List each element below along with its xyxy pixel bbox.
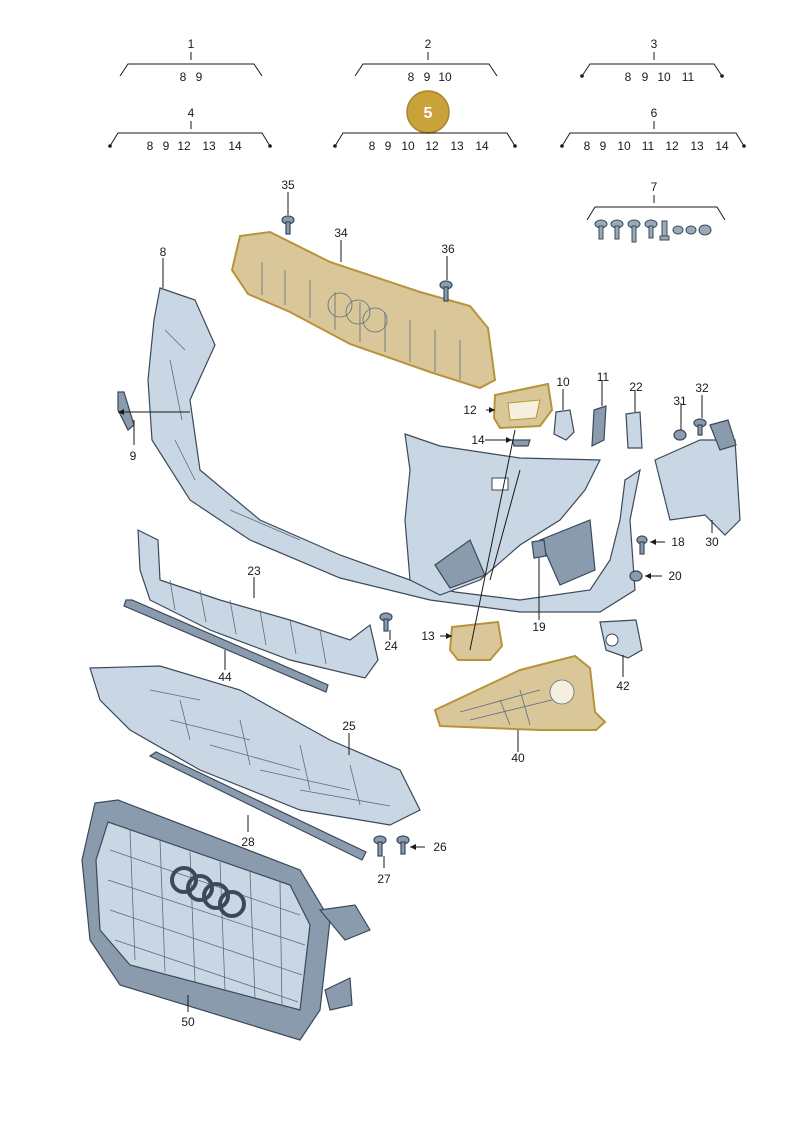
group-tree-2[interactable]: 2 8 9 10 (354, 37, 498, 84)
callout-34[interactable]: 34 (334, 226, 348, 240)
fastener-icon (673, 418, 707, 441)
callout-10[interactable]: 10 (556, 375, 570, 389)
callout-31[interactable]: 31 (673, 394, 687, 408)
sub-label: 9 (196, 70, 203, 84)
audi-rings-icon (170, 866, 246, 918)
sub-label: 10 (401, 139, 415, 153)
callout-22[interactable]: 22 (629, 380, 643, 394)
sub-label: 14 (228, 139, 242, 153)
callout-50[interactable]: 50 (181, 1015, 195, 1029)
side-grille[interactable] (433, 654, 607, 731)
sub-label: 8 (408, 70, 415, 84)
group-label: 2 (425, 37, 432, 51)
callout-9[interactable]: 9 (130, 449, 137, 463)
callout-23[interactable]: 23 (247, 564, 261, 578)
callout-30[interactable]: 30 (705, 535, 719, 549)
side-guide[interactable] (654, 419, 741, 536)
sub-label: 8 (180, 70, 187, 84)
mount-bracket[interactable] (625, 411, 643, 449)
group-label: 5 (424, 105, 433, 122)
sub-label: 9 (385, 139, 392, 153)
callout-18[interactable]: 18 (671, 535, 685, 549)
upper-grille-carrier[interactable] (230, 230, 497, 390)
lower-trim-strip[interactable] (148, 751, 367, 861)
sub-label: 11 (642, 139, 655, 153)
lamp-bracket[interactable] (599, 619, 643, 659)
parking-sensor[interactable] (553, 409, 575, 441)
callout-40[interactable]: 40 (511, 751, 525, 765)
callout-8[interactable]: 8 (160, 245, 167, 259)
sub-label: 8 (584, 139, 591, 153)
group-label: 7 (651, 180, 658, 194)
sub-label: 13 (450, 139, 464, 153)
callout-labels: 35 34 36 8 9 10 11 22 31 32 12 14 30 18 … (130, 178, 719, 1029)
leader-lines (118, 192, 713, 1012)
group-tree-6[interactable]: 6 8 9 10 11 12 13 14 (560, 106, 746, 153)
group-label: 3 (651, 37, 658, 51)
group-tree-4[interactable]: 4 8 9 12 13 14 (108, 106, 272, 153)
sub-label: 10 (657, 70, 671, 84)
callout-11[interactable]: 11 (597, 370, 610, 384)
group-tree-1[interactable]: 1 8 9 (119, 37, 263, 84)
sensor-bracket-lower[interactable] (448, 620, 504, 661)
sub-label: 12 (425, 139, 439, 153)
group-tree-7[interactable]: 7 (586, 180, 726, 243)
callout-24[interactable]: 24 (384, 639, 398, 653)
callout-12[interactable]: 12 (463, 403, 477, 417)
screw-icon (379, 612, 393, 632)
callout-19[interactable]: 19 (532, 620, 546, 634)
callout-42[interactable]: 42 (616, 679, 630, 693)
hardware-kit-icon (594, 219, 712, 243)
sub-label: 9 (163, 139, 170, 153)
bumper-cover[interactable] (147, 287, 641, 613)
underbody-panel[interactable] (89, 665, 421, 826)
screw-icon (629, 535, 648, 582)
sub-label: 12 (665, 139, 679, 153)
sub-label: 14 (475, 139, 489, 153)
sub-label: 8 (147, 139, 154, 153)
sub-label: 9 (600, 139, 607, 153)
screw-icon (281, 215, 295, 235)
sub-label: 9 (424, 70, 431, 84)
clip-icon (511, 439, 531, 447)
callout-20[interactable]: 20 (668, 569, 682, 583)
callout-14[interactable]: 14 (471, 433, 485, 447)
lower-carrier[interactable] (137, 529, 379, 679)
radiator-grille[interactable] (81, 799, 371, 1041)
group-label: 1 (188, 37, 195, 51)
group-tree-5[interactable]: 5 8 9 10 12 13 14 (333, 90, 517, 153)
sub-label: 11 (682, 70, 695, 84)
sub-label: 12 (177, 139, 191, 153)
callout-44[interactable]: 44 (218, 670, 232, 684)
sub-label: 8 (369, 139, 376, 153)
trim-strip[interactable] (123, 599, 329, 693)
sub-label: 14 (715, 139, 729, 153)
screw-icon (373, 835, 410, 857)
sub-label: 9 (642, 70, 649, 84)
group-tree-3[interactable]: 3 8 9 10 11 (580, 37, 724, 84)
group-label: 4 (188, 106, 195, 120)
group-label: 6 (651, 106, 658, 120)
sub-label: 10 (617, 139, 631, 153)
callout-13[interactable]: 13 (421, 629, 435, 643)
sub-label: 10 (438, 70, 452, 84)
sub-label: 13 (202, 139, 216, 153)
callout-26[interactable]: 26 (433, 840, 447, 854)
callout-25[interactable]: 25 (342, 719, 356, 733)
callout-28[interactable]: 28 (241, 835, 255, 849)
callout-27[interactable]: 27 (377, 872, 391, 886)
sensor-bracket-upper[interactable] (492, 382, 554, 430)
arrowheads (118, 407, 656, 850)
callout-35[interactable]: 35 (281, 178, 295, 192)
sensor-holder[interactable] (531, 539, 547, 559)
sub-label: 13 (690, 139, 704, 153)
callout-36[interactable]: 36 (441, 242, 455, 256)
side-bracket[interactable] (117, 391, 135, 431)
callout-32[interactable]: 32 (695, 381, 709, 395)
side-lamp[interactable] (591, 405, 607, 447)
sub-label: 8 (625, 70, 632, 84)
screw-icon (439, 280, 453, 302)
